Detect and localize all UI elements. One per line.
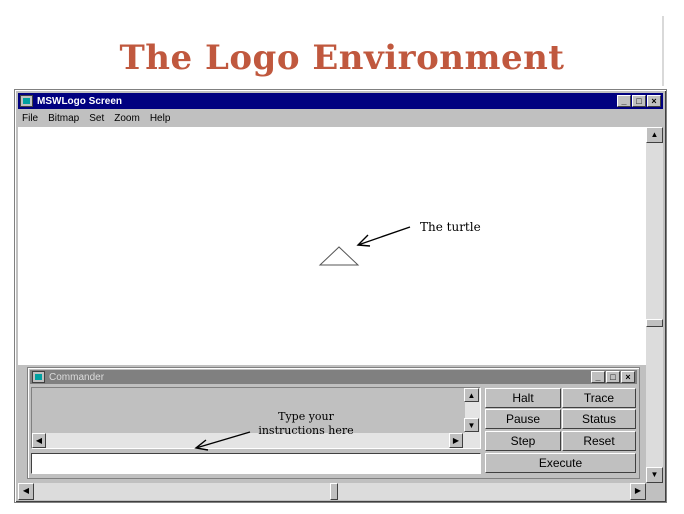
history-scroll-up-icon[interactable]: ▲ bbox=[464, 388, 479, 402]
resize-grip-icon[interactable] bbox=[646, 483, 663, 500]
step-button[interactable]: Step bbox=[485, 431, 561, 451]
halt-button[interactable]: Halt bbox=[485, 388, 561, 408]
commander-maximize-button[interactable]: □ bbox=[606, 371, 620, 383]
horizontal-scroll-thumb[interactable] bbox=[330, 483, 338, 500]
turtle-label: The turtle bbox=[420, 220, 481, 234]
commander-title: Commander bbox=[49, 371, 105, 383]
mswlogo-window: MSWLogo Screen _ □ × File Bitmap Set Zoo… bbox=[14, 89, 667, 503]
drawing-canvas[interactable]: The turtle bbox=[18, 127, 646, 365]
status-button[interactable]: Status bbox=[562, 409, 636, 429]
commander-window: Commander _ □ × ▲ ▼ ◀ ▶ Type your instru… bbox=[27, 367, 640, 479]
hint-line-1: Type your bbox=[278, 410, 334, 423]
history-scroll-left-icon[interactable]: ◀ bbox=[32, 433, 46, 448]
turtle-icon bbox=[318, 246, 360, 266]
divider bbox=[662, 16, 664, 86]
commander-title-bar[interactable]: Commander _ □ × bbox=[30, 370, 637, 384]
arrow-icon bbox=[356, 226, 411, 247]
minimize-button[interactable]: _ bbox=[617, 95, 631, 107]
hint-line-2: instructions here bbox=[258, 424, 354, 437]
menu-zoom[interactable]: Zoom bbox=[114, 112, 140, 124]
execute-button[interactable]: Execute bbox=[485, 453, 636, 473]
maximize-button[interactable]: □ bbox=[632, 95, 646, 107]
canvas-graphics bbox=[318, 226, 411, 266]
commander-close-button[interactable]: × bbox=[621, 371, 635, 383]
menu-bitmap[interactable]: Bitmap bbox=[48, 112, 80, 124]
reset-button[interactable]: Reset bbox=[562, 431, 636, 451]
menu-set[interactable]: Set bbox=[89, 112, 105, 124]
commander-minimize-button[interactable]: _ bbox=[591, 371, 605, 383]
window-title: MSWLogo Screen bbox=[37, 95, 123, 107]
commander-icon bbox=[32, 371, 45, 383]
menu-help[interactable]: Help bbox=[149, 112, 171, 124]
menu-bar: File Bitmap Set Zoom Help bbox=[18, 110, 176, 126]
scroll-up-icon[interactable]: ▲ bbox=[646, 127, 663, 143]
close-button[interactable]: × bbox=[647, 95, 661, 107]
slide-title: The Logo Environment bbox=[119, 38, 565, 78]
menu-file[interactable]: File bbox=[22, 112, 39, 124]
command-input[interactable] bbox=[31, 453, 481, 474]
scroll-left-icon[interactable]: ◀ bbox=[18, 483, 34, 500]
app-icon bbox=[20, 95, 33, 107]
window-title-bar[interactable]: MSWLogo Screen _ □ × bbox=[18, 93, 663, 109]
vertical-scrollbar[interactable]: ▲ ▼ bbox=[646, 127, 663, 485]
history-scroll-down-icon[interactable]: ▼ bbox=[464, 418, 479, 432]
horizontal-scrollbar[interactable]: ◀ ▶ bbox=[18, 483, 646, 500]
commander-controls: _ □ × bbox=[591, 371, 635, 383]
window-controls: _ □ × bbox=[617, 95, 661, 107]
trace-button[interactable]: Trace bbox=[562, 388, 636, 408]
history-vertical-scrollbar[interactable]: ▲ ▼ bbox=[464, 388, 480, 448]
scroll-down-icon[interactable]: ▼ bbox=[646, 467, 663, 483]
pause-button[interactable]: Pause bbox=[485, 409, 561, 429]
scroll-right-icon[interactable]: ▶ bbox=[630, 483, 646, 500]
history-scroll-right-icon[interactable]: ▶ bbox=[449, 433, 463, 448]
vertical-scroll-thumb[interactable] bbox=[646, 319, 663, 327]
